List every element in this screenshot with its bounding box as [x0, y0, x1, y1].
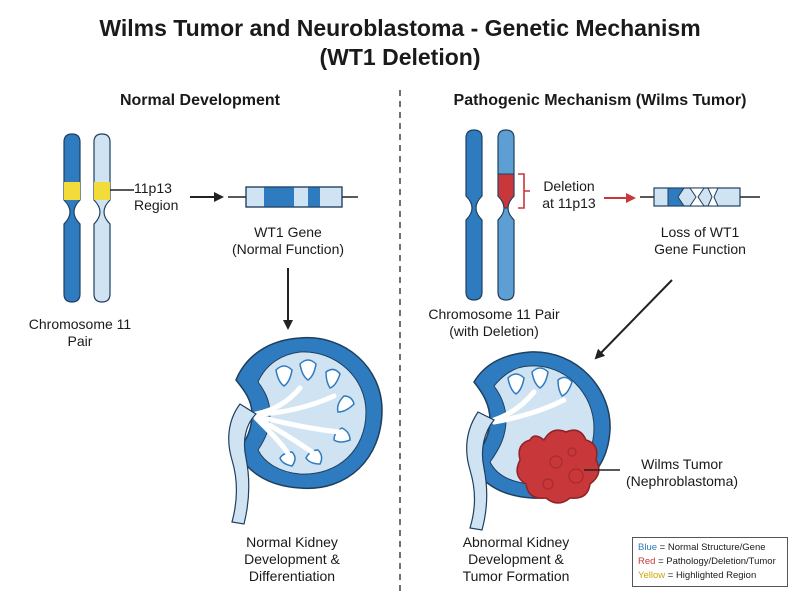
normal-chromosome-pair	[63, 133, 111, 303]
deletion-bracket	[518, 173, 530, 209]
pathogenic-mechanism-heading: Pathogenic Mechanism (Wilms Tumor)	[453, 92, 747, 109]
legend-text-blue: = Normal Structure/Gene	[657, 542, 766, 553]
deletion-label: Deletion at 11p13	[542, 178, 596, 211]
normal-chromosome-right-band	[94, 182, 110, 200]
abnormal-ureter	[466, 411, 495, 531]
region-label: 11p13 Region	[134, 180, 179, 213]
legend-row-yellow: Yellow = Highlighted Region	[638, 569, 782, 583]
wt1-gene-broken	[640, 187, 760, 207]
normal-kidney	[228, 337, 383, 525]
legend-text-yellow: = Highlighted Region	[665, 570, 757, 581]
normal-chromosome-left-band	[64, 182, 80, 200]
legend-row-blue: Blue = Normal Structure/Gene	[638, 541, 782, 555]
legend-row-red: Red = Pathology/Deletion/Tumor	[638, 555, 782, 569]
normal-development-heading: Normal Development	[119, 92, 281, 109]
gene-exon-2	[308, 187, 320, 207]
title-line-2: (WT1 Deletion)	[319, 44, 481, 70]
title-line-1: Wilms Tumor and Neuroblastoma - Genetic …	[99, 15, 701, 41]
pathogenic-arrow-to-kidney	[594, 279, 673, 360]
normal-ureter	[228, 403, 257, 525]
deleted-chromosome-right	[497, 129, 515, 301]
gene-break-1	[689, 187, 705, 207]
wt1-gene-normal	[228, 186, 358, 208]
abnormal-outcome-label: Abnormal Kidney Development & Tumor Form…	[462, 534, 570, 584]
normal-outcome-label: Normal Kidney Development & Differentiat…	[244, 534, 340, 584]
legend-text-red: = Pathology/Deletion/Tumor	[655, 556, 776, 567]
deletion-region	[497, 173, 515, 209]
normal-chromosome-right	[93, 133, 111, 303]
deleted-chromosome-left	[465, 129, 483, 301]
legend: Blue = Normal Structure/Gene Red = Patho…	[632, 537, 788, 587]
legend-key-blue: Blue	[638, 542, 658, 553]
abnormal-kidney	[466, 351, 611, 531]
tumor-mass	[516, 429, 600, 504]
legend-key-yellow: Yellow	[638, 570, 666, 581]
tumor-label: Wilms Tumor (Nephroblastoma)	[625, 456, 739, 489]
gene-exon-1	[264, 187, 294, 207]
deleted-chromosome-label: Chromosome 11 Pair (with Deletion)	[428, 306, 560, 339]
normal-chromosome-label: Chromosome 11 Pair	[28, 316, 132, 349]
broken-gene-label: Loss of WT1 Gene Function	[654, 224, 746, 257]
page-title: Wilms Tumor and Neuroblastoma - Genetic …	[0, 14, 800, 72]
normal-gene-label: WT1 Gene (Normal Function)	[231, 224, 345, 257]
gene-break-2	[707, 187, 719, 207]
normal-chromosome-left	[63, 133, 81, 303]
deleted-chromosome-pair	[465, 129, 515, 301]
broken-exon-1	[667, 187, 685, 207]
legend-key-red: Red	[638, 556, 656, 567]
